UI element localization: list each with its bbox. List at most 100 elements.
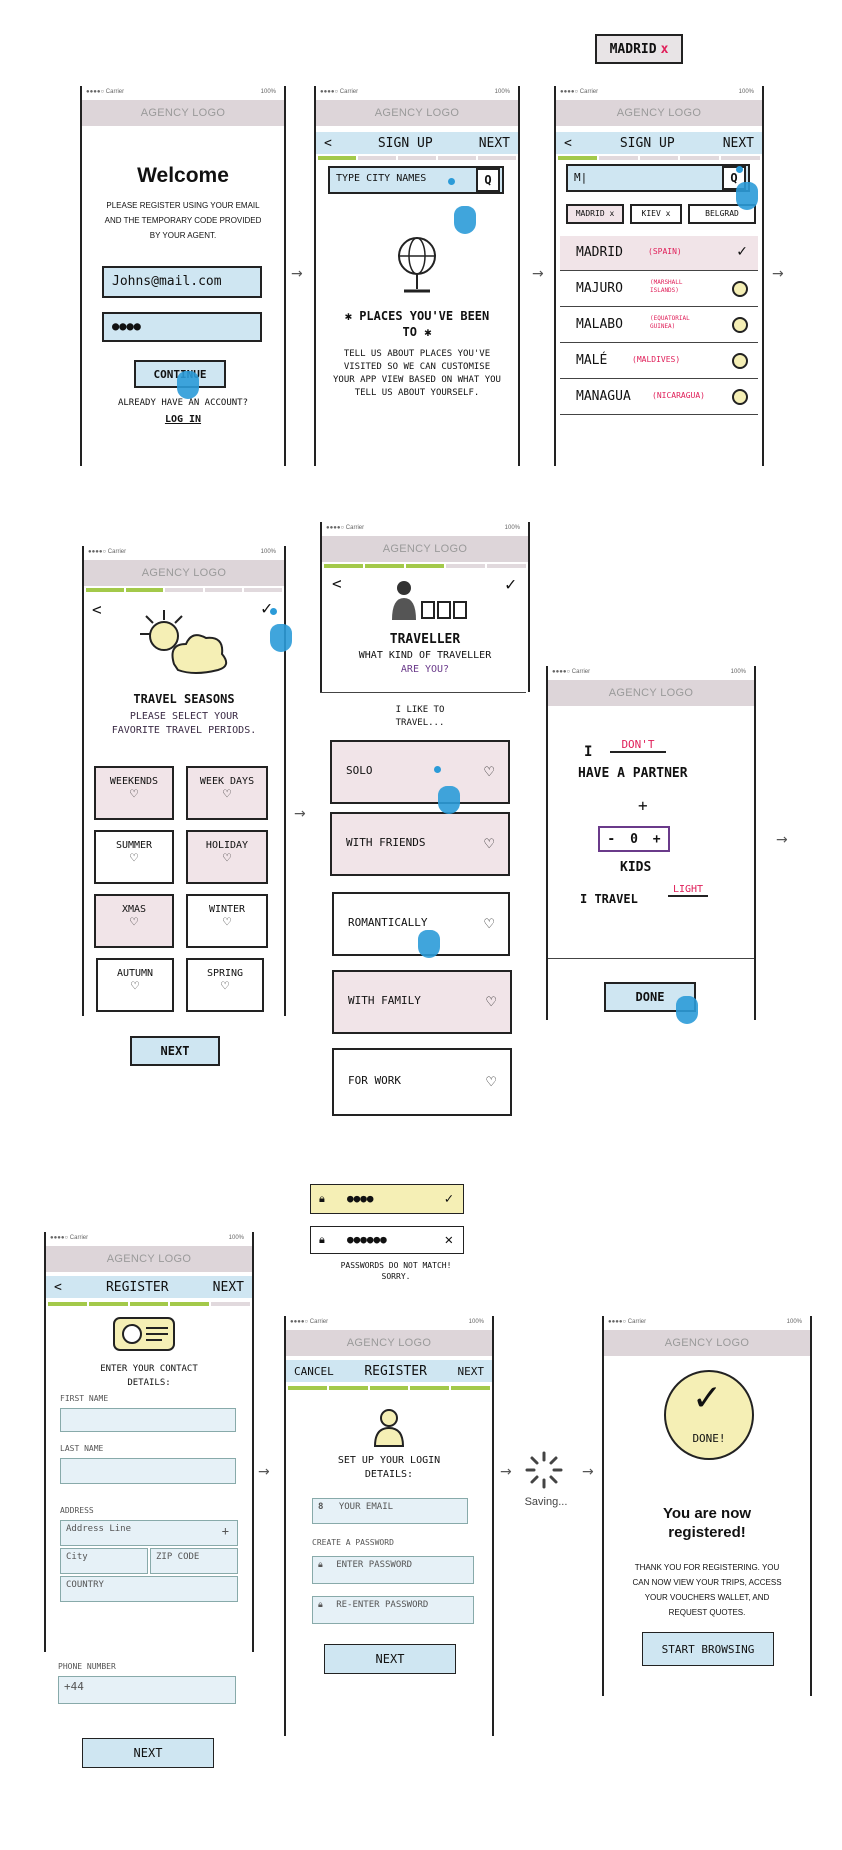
phone-field[interactable]: +44: [58, 1676, 236, 1704]
kids-minus-button[interactable]: -: [607, 831, 616, 847]
email-field[interactable]: 8 YOUR EMAIL: [312, 1498, 468, 1524]
partner-have: HAVE A PARTNER: [578, 766, 688, 781]
password-value: ●●●●: [347, 1192, 374, 1205]
next-button[interactable]: NEXT: [212, 1279, 244, 1295]
season-option[interactable]: WEEK DAYS♡: [186, 766, 268, 820]
back-button[interactable]: <: [54, 1279, 62, 1295]
radio-icon: [732, 317, 748, 333]
radio-icon: [732, 389, 748, 405]
add-address-line-button[interactable]: +: [221, 1524, 229, 1538]
email-field[interactable]: Johns@mail.com: [102, 266, 262, 298]
cancel-button[interactable]: CANCEL: [294, 1364, 334, 1378]
tap-hand-icon: [454, 206, 476, 234]
travel-light-toggle[interactable]: LIGHT: [668, 884, 708, 897]
season-label: WEEK DAYS: [199, 776, 255, 787]
back-button[interactable]: <: [92, 600, 102, 619]
swipe-hand-icon: [418, 930, 440, 958]
tap-dot-icon: [434, 766, 441, 773]
travel-option[interactable]: WITH FAMILY♡: [332, 970, 512, 1034]
season-label: AUTUMN: [116, 968, 154, 979]
chip-madrid[interactable]: MADRID x: [566, 204, 624, 224]
travel-option[interactable]: SOLO♡: [330, 740, 510, 804]
next-button[interactable]: NEXT: [478, 135, 510, 151]
flow-arrow: →: [258, 1464, 270, 1480]
season-option[interactable]: XMAS♡: [94, 894, 174, 948]
start-browsing-button[interactable]: START BROWSING: [642, 1632, 774, 1666]
partner-dont-toggle[interactable]: DON'T: [610, 738, 666, 753]
reenter-password-field[interactable]: 🔒︎ RE-ENTER PASSWORD: [312, 1596, 474, 1624]
tap-dot-icon: [448, 178, 455, 185]
create-password-label: CREATE A PASSWORD: [312, 1538, 394, 1547]
agency-logo: AGENCY LOGO: [84, 560, 284, 586]
city-row[interactable]: MAJURO (MARSHALL ISLANDS): [560, 272, 758, 307]
heart-icon: ♡: [486, 1072, 496, 1091]
heart-icon: ♡: [130, 787, 138, 802]
already-account-text: ALREADY HAVE AN ACCOUNT?: [117, 398, 249, 408]
chip-belgrad[interactable]: BELGRAD: [688, 204, 756, 224]
partner-i: I: [584, 744, 593, 760]
last-name-field[interactable]: [60, 1458, 236, 1484]
back-button[interactable]: <: [332, 574, 342, 593]
phone-label: PHONE NUMBER: [58, 1662, 116, 1671]
city-search-input[interactable]: M|: [566, 164, 750, 192]
city-name: MALÉ: [576, 353, 608, 368]
password-value: ●●●●●●: [347, 1233, 387, 1246]
next-button[interactable]: NEXT: [457, 1364, 485, 1378]
email-placeholder: YOUR EMAIL: [338, 1502, 394, 1512]
travel-option[interactable]: WITH FRIENDS♡: [330, 812, 510, 876]
city-search-input[interactable]: TYPE CITY NAMES: [328, 166, 504, 194]
progress-bar: [324, 564, 526, 568]
next-button[interactable]: NEXT: [722, 135, 754, 151]
heart-icon: ♡: [223, 787, 231, 802]
confirm-check-button[interactable]: ✓: [261, 598, 272, 619]
registered-text: THANK YOU FOR REGISTERING. YOU CAN NOW V…: [632, 1563, 782, 1617]
chip-kiev[interactable]: KIEV x: [630, 204, 682, 224]
search-value: M|: [574, 171, 588, 184]
progress-bar: [86, 588, 282, 592]
navbar-title: SIGN UP: [377, 135, 433, 151]
city-row[interactable]: MADRID (SPAIN) ✓: [560, 236, 758, 271]
city-field[interactable]: City: [60, 1548, 148, 1574]
madrid-tag-remove[interactable]: x: [660, 41, 669, 57]
city-row[interactable]: MALABO (EQUATORIAL GUINEA): [560, 308, 758, 343]
password-match-example: 🔒︎ ●●●● ✓: [310, 1184, 464, 1214]
confirm-check-button[interactable]: ✓: [505, 574, 516, 595]
option-label: WITH FRIENDS: [346, 836, 426, 849]
register-intro: ENTER YOUR CONTACT DETAILS:: [100, 1364, 198, 1388]
city-name: MADRID: [576, 245, 623, 260]
lock-icon: 🔒︎: [318, 1600, 323, 1610]
back-button[interactable]: <: [324, 135, 332, 151]
heart-icon: ♡: [130, 851, 138, 866]
seasons-next-button[interactable]: NEXT: [130, 1036, 220, 1066]
season-option[interactable]: AUTUMN♡: [96, 958, 174, 1012]
kids-plus-button[interactable]: +: [652, 831, 661, 847]
first-name-field[interactable]: [60, 1408, 236, 1432]
city-country: (NICARAGUA): [652, 391, 705, 400]
back-button[interactable]: <: [564, 135, 572, 151]
zip-field[interactable]: ZIP CODE: [150, 1548, 238, 1574]
kids-stepper[interactable]: - 0 +: [598, 826, 670, 852]
login-next-button[interactable]: NEXT: [324, 1644, 456, 1674]
tap-dot-icon: [736, 166, 743, 173]
country-field[interactable]: COUNTRY: [60, 1576, 238, 1602]
travel-option[interactable]: FOR WORK♡: [332, 1048, 512, 1116]
season-option[interactable]: WINTER♡: [186, 894, 268, 948]
season-option[interactable]: SUMMER♡: [94, 830, 174, 884]
password-mismatch-message: PASSWORDS DO NOT MATCH! SORRY.: [340, 1261, 452, 1281]
season-option[interactable]: WEEKENDS♡: [94, 766, 174, 820]
register-next-button[interactable]: NEXT: [82, 1738, 214, 1768]
address-line-field[interactable]: Address Line +: [60, 1520, 238, 1546]
done-button[interactable]: DONE: [604, 982, 696, 1012]
search-button[interactable]: Q: [476, 168, 500, 192]
season-option[interactable]: HOLIDAY♡: [186, 830, 268, 884]
enter-password-field[interactable]: 🔒︎ ENTER PASSWORD: [312, 1556, 474, 1584]
code-field[interactable]: ●●●●: [102, 312, 262, 342]
login-link[interactable]: LOG IN: [164, 414, 202, 425]
season-option[interactable]: SPRING♡: [186, 958, 264, 1012]
city-row[interactable]: MANAGUA (NICARAGUA): [560, 380, 758, 415]
city-row[interactable]: MALÉ (MALDIVES): [560, 344, 758, 379]
